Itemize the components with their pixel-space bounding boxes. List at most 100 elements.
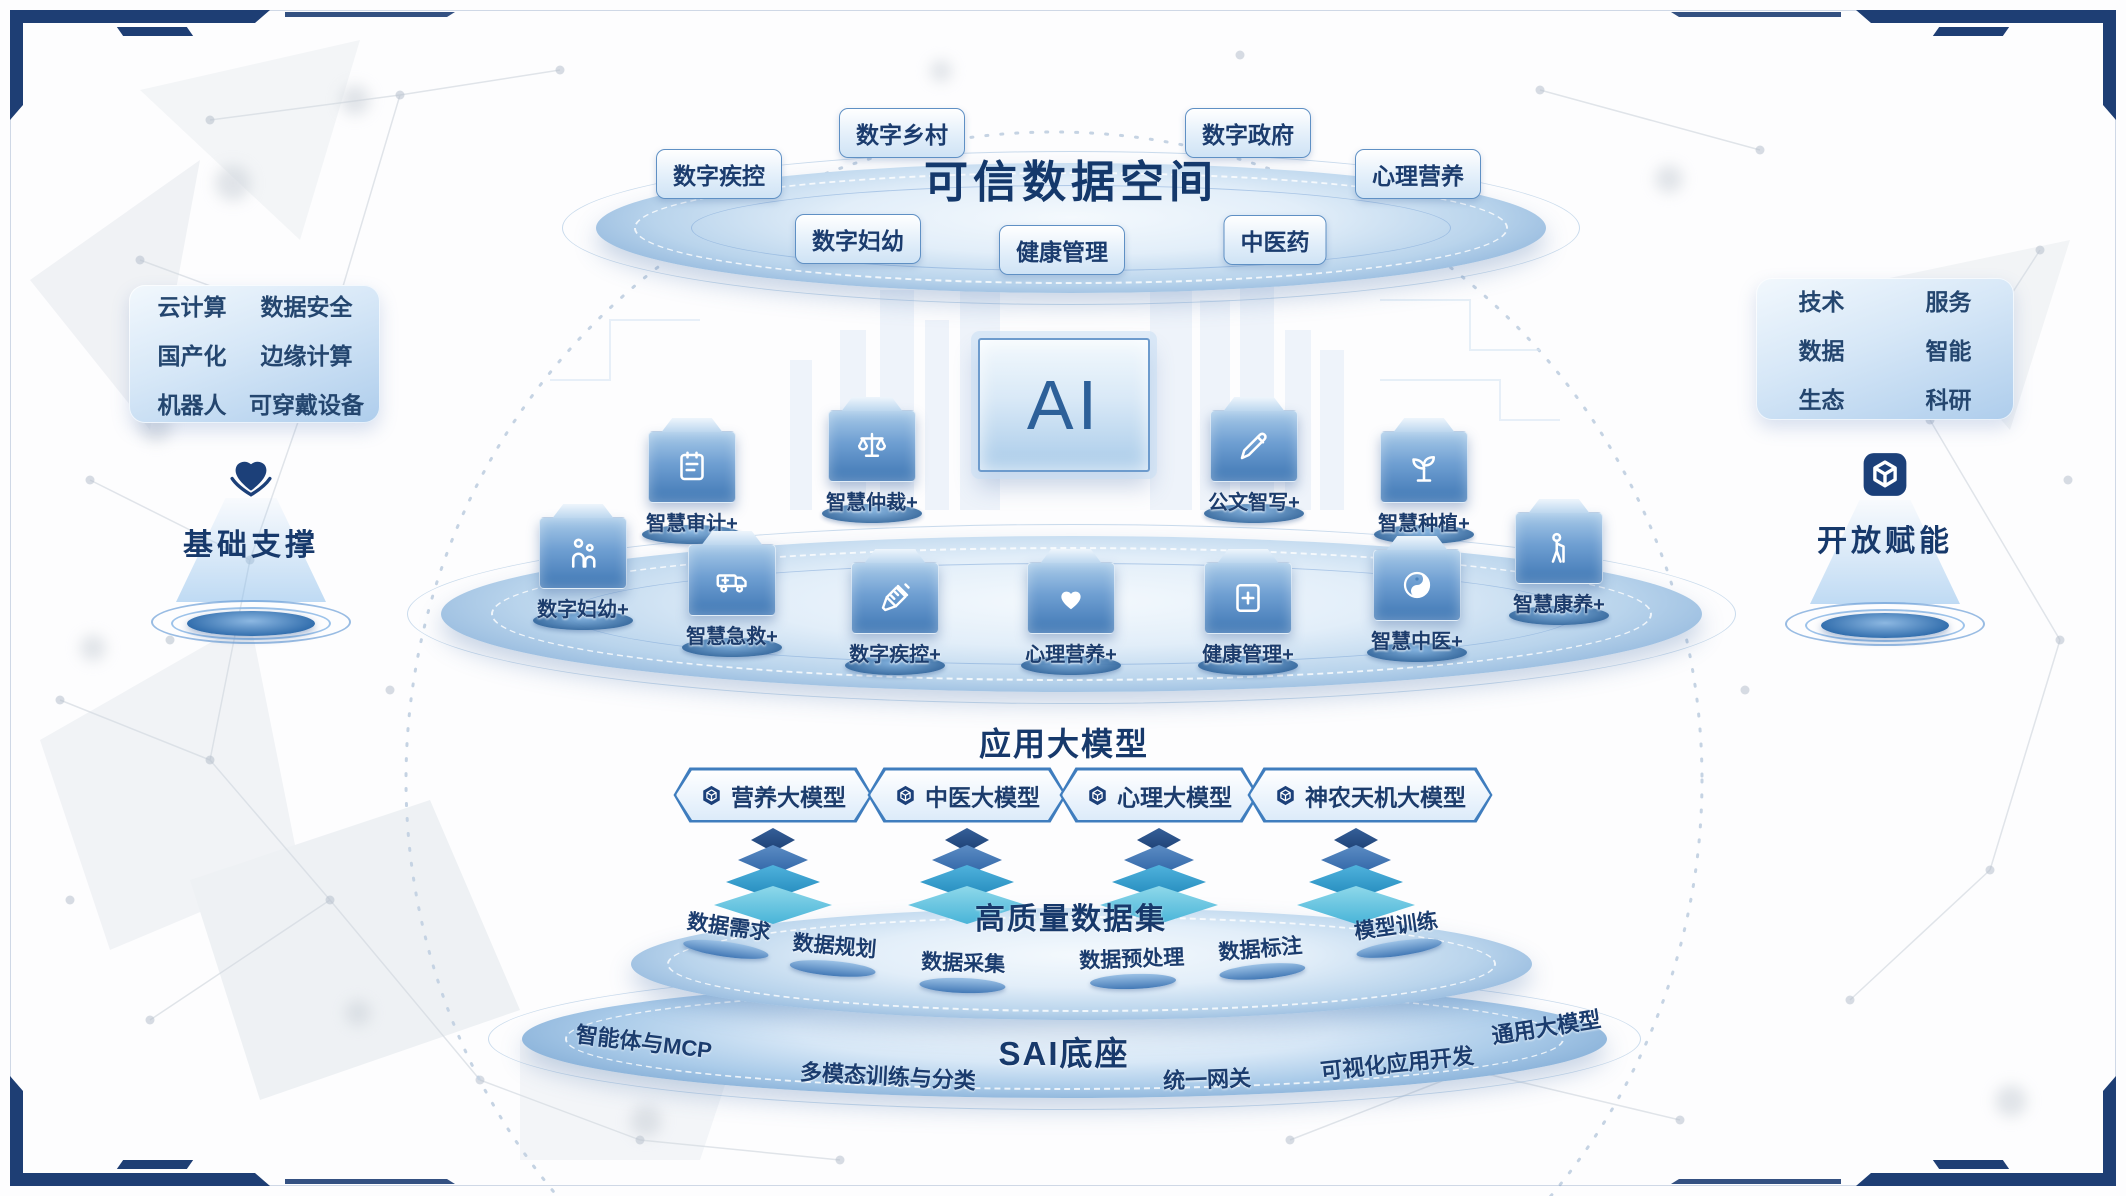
blur-dot <box>215 165 251 201</box>
frame-corner-tl <box>10 10 23 120</box>
model-cube-icon <box>894 784 916 806</box>
audit-clipboard-icon <box>680 451 704 481</box>
frame-accent <box>285 1179 455 1184</box>
cube-base-disc <box>682 638 782 657</box>
pill-digital-village: 数字乡村 <box>839 108 965 158</box>
heart-hands-icon <box>222 444 280 507</box>
app-cube-maternal-child: 数字妇幼+ <box>523 504 643 630</box>
step-data-planning: 数据规划 <box>789 926 879 980</box>
right-pedestal <box>1780 598 1990 650</box>
pill-psych-nutrition: 心理营养 <box>1355 149 1481 199</box>
left-panel-item: 边缘计算 <box>260 343 353 369</box>
app-cube-health-management: 健康管理+ <box>1188 549 1308 675</box>
yin-yang-icon <box>1403 571 1431 599</box>
frame-corner-br <box>1856 1173 2116 1186</box>
app-cube-audit: 智慧审计+ <box>632 418 752 544</box>
base-item-gateway: 统一网关 <box>1162 1065 1252 1094</box>
mother-child-icon <box>571 538 596 568</box>
left-panel-item: 可穿戴设备 <box>249 392 364 418</box>
model-cube-icon <box>700 784 722 806</box>
cube-base-disc <box>1367 643 1467 662</box>
step-disc <box>1089 972 1176 991</box>
pill-digital-government: 数字政府 <box>1185 108 1311 158</box>
left-pedestal <box>146 596 356 648</box>
model-cube-icon <box>1274 784 1296 806</box>
cube-base-disc <box>1021 656 1121 675</box>
right-panel-item: 数据 <box>1798 338 1845 364</box>
frame-accent <box>1671 12 1841 17</box>
cube-base-disc <box>1509 606 1609 625</box>
right-panel-item: 智能 <box>1925 338 1972 364</box>
frame-corner-tr <box>1856 10 2116 23</box>
blur-dot <box>345 1000 371 1026</box>
step-data-annotation: 数据标注 <box>1216 929 1306 983</box>
cube-base-disc <box>1198 656 1298 675</box>
data-pyramid <box>713 828 833 924</box>
left-capabilities-panel: 云计算 数据安全 国产化 边缘计算 机器人 可穿戴设备 <box>129 285 380 423</box>
arbitration-scales-icon <box>858 432 886 457</box>
ai-label: AI <box>1026 366 1102 444</box>
models-section-title: 应用大模型 <box>978 726 1150 762</box>
planting-sprout-icon <box>1412 455 1436 482</box>
smart-writing-pen-icon <box>1240 432 1267 460</box>
right-panel-item: 技术 <box>1798 289 1845 315</box>
right-pillar-label: 开放赋能 <box>1817 525 1953 558</box>
syringe-icon <box>881 583 910 612</box>
model-badge-tcm: 中医大模型 <box>868 768 1067 823</box>
cube-base-disc <box>533 611 633 630</box>
app-cube-emergency: 智慧急救+ <box>672 531 792 657</box>
blur-dot <box>80 635 106 661</box>
data-pyramid <box>907 828 1027 924</box>
step-disc <box>919 976 1006 995</box>
right-panel-item: 科研 <box>1925 387 1972 413</box>
frame-corner-tl <box>10 10 270 23</box>
right-panel-item: 服务 <box>1925 289 1972 315</box>
ambulance-icon <box>716 574 747 593</box>
blur-dot <box>1655 165 1683 193</box>
model-badge-psychology: 心理大模型 <box>1060 768 1259 823</box>
cube-base-disc <box>1204 504 1304 523</box>
dataset-platform-title: 高质量数据集 <box>975 903 1167 936</box>
frame-accent <box>285 12 455 17</box>
elder-care-icon <box>1551 532 1565 563</box>
frame-corner-br <box>2103 1076 2116 1186</box>
right-panel-item: 生态 <box>1798 387 1845 413</box>
trusted-data-space-title: 可信数据空间 <box>924 158 1218 207</box>
frame-accent <box>1671 1179 1841 1184</box>
frame-accent <box>1932 27 2010 36</box>
left-panel-item: 机器人 <box>157 392 227 418</box>
blur-dot <box>630 1105 662 1137</box>
pill-digital-disease-control: 数字疾控 <box>656 149 782 199</box>
heart-icon <box>1061 591 1081 610</box>
step-data-collection: 数据采集 <box>919 946 1007 995</box>
left-panel-item: 云计算 <box>157 294 227 320</box>
blur-dot <box>930 60 952 82</box>
cube-base-disc <box>845 656 945 675</box>
cube-base-disc <box>822 504 922 523</box>
health-record-icon <box>1236 583 1260 613</box>
app-cube-psych-nutrition: 心理营养+ <box>1011 549 1131 675</box>
open-cube-icon <box>1858 448 1912 507</box>
frame-corner-bl <box>10 1076 23 1186</box>
pill-tcm: 中医药 <box>1223 215 1327 265</box>
left-pillar-label: 基础支撑 <box>183 529 319 562</box>
frame-corner-bl <box>10 1173 270 1186</box>
app-cube-elder-care: 智慧康养+ <box>1499 499 1619 625</box>
right-capabilities-panel: 技术 服务 数据 智能 生态 科研 <box>1756 278 2014 420</box>
app-cube-planting: 智慧种植+ <box>1364 418 1484 544</box>
app-cube-tcm: 智慧中医+ <box>1357 536 1477 662</box>
dataset-platform <box>631 908 1532 1020</box>
model-badge-nutrition: 营养大模型 <box>674 768 873 823</box>
blur-dot <box>1995 1085 2027 1117</box>
pill-digital-maternal-child: 数字妇幼 <box>795 214 921 264</box>
ai-core-cube: AI <box>978 338 1150 472</box>
model-cube-icon <box>1086 784 1108 806</box>
blur-dot <box>340 85 370 115</box>
frame-accent <box>116 27 194 36</box>
frame-accent <box>1932 1160 2010 1169</box>
app-cube-arbitration: 智慧仲裁+ <box>812 397 932 523</box>
frame-accent <box>116 1160 194 1169</box>
app-cube-disease-control: 数字疾控+ <box>835 549 955 675</box>
app-cube-doc-writing: 公文智写+ <box>1194 397 1314 523</box>
